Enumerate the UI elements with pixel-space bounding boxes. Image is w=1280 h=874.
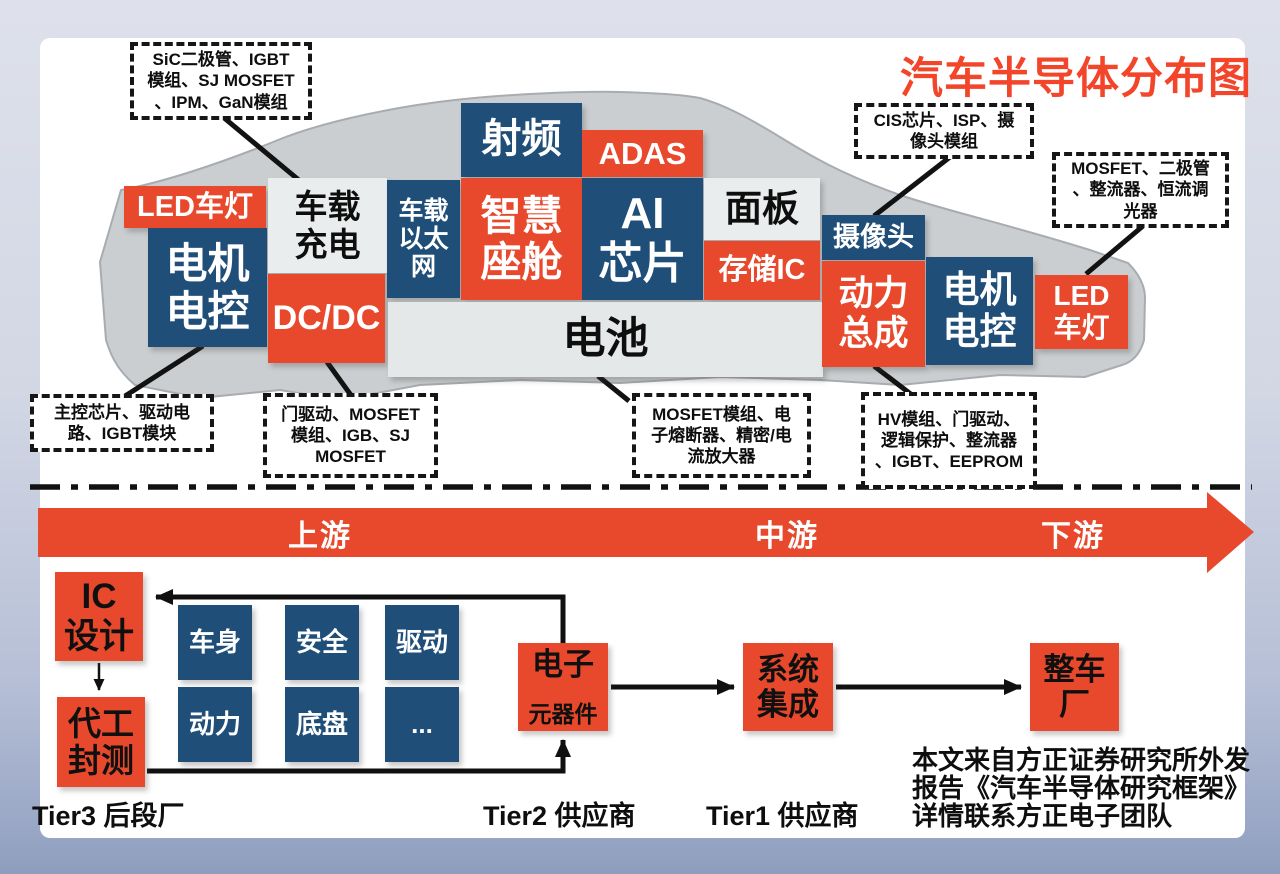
component-battery: 电池 <box>388 302 823 377</box>
flow-components-line2: 元器件 <box>528 700 598 727</box>
page-title: 汽车半导体分布图 <box>900 55 1252 103</box>
note-mosfet-diode: MOSFET、二极管 、整流器、恒流调 光器 <box>1052 152 1229 228</box>
flow-components: 电子 元器件 <box>518 643 608 731</box>
component-motor-control-left: 电机 电控 <box>148 228 267 347</box>
component-motor-control-right: 电机 电控 <box>926 257 1033 365</box>
component-ai-chip: AI 芯片 <box>582 178 703 300</box>
note-sic: SiC二极管、IGBT 模组、SJ MOSFET 、IPM、GaN模组 <box>130 42 312 120</box>
domain-body: 车身 <box>178 605 252 680</box>
component-led-left: LED车灯 <box>124 186 266 228</box>
note-gate-driver: 门驱动、MOSFET 模组、IGB、SJ MOSFET <box>263 393 438 478</box>
source-note: 本文来自方正证券研究所外发 报告《汽车半导体研究框架》 详情联系方正电子团队 <box>912 746 1250 830</box>
flow-foundry-osat: 代工 封测 <box>57 697 145 787</box>
component-onboard-charger: 车载 充电 <box>268 178 387 273</box>
flow-arrows <box>147 589 1022 774</box>
flow-system-integration: 系统 集成 <box>743 643 833 731</box>
component-camera: 摄像头 <box>822 215 925 260</box>
component-rf: 射频 <box>461 103 582 177</box>
component-adas: ADAS <box>582 130 703 177</box>
domain-drive: 驱动 <box>385 605 459 680</box>
tier3-label: Tier3 后段厂 <box>32 801 185 831</box>
note-cis: CIS芯片、ISP、摄 像头模组 <box>854 103 1034 159</box>
component-powertrain: 动力 总成 <box>822 261 925 367</box>
source-note-line3: 详情联系方正电子团队 <box>912 801 1173 831</box>
component-led-right: LED 车灯 <box>1035 275 1128 349</box>
note-main-control: 主控芯片、驱动电 路、IGBT模块 <box>30 394 214 452</box>
component-dcdc: DC/DC <box>268 274 385 363</box>
domain-power: 动力 <box>178 687 252 762</box>
source-note-line2: 报告《汽车半导体研究框架》 <box>912 773 1251 803</box>
tier1-label: Tier1 供应商 <box>706 801 859 831</box>
stream-arrow-shape <box>38 492 1254 573</box>
domain-more: ... <box>385 687 459 762</box>
domain-safety: 安全 <box>285 605 359 680</box>
note-hv-module: HV模组、门驱动、 逻辑保护、整流器 、IGBT、EEPROM <box>861 392 1037 489</box>
stream-label-midstream: 中游 <box>755 520 819 553</box>
source-note-line1: 本文来自方正证券研究所外发 <box>912 745 1251 775</box>
domain-chassis: 底盘 <box>285 687 359 762</box>
flow-oem: 整车 厂 <box>1030 643 1119 731</box>
component-smart-cockpit: 智慧 座舱 <box>461 178 582 300</box>
flow-components-line1: 电子 <box>532 647 594 683</box>
annotation-connectors <box>120 115 1145 403</box>
tier2-label: Tier2 供应商 <box>483 801 636 831</box>
component-storage-ic: 存储IC <box>704 241 820 300</box>
stream-label-upstream: 上游 <box>288 520 352 553</box>
component-ethernet: 车载 以太 网 <box>387 180 460 298</box>
flow-ic-design: IC 设计 <box>55 572 143 661</box>
note-mosfet-module: MOSFET模组、电 子熔断器、精密/电 流放大器 <box>632 393 811 478</box>
stream-label-downstream: 下游 <box>1041 520 1105 553</box>
component-panel: 面板 <box>704 178 820 240</box>
